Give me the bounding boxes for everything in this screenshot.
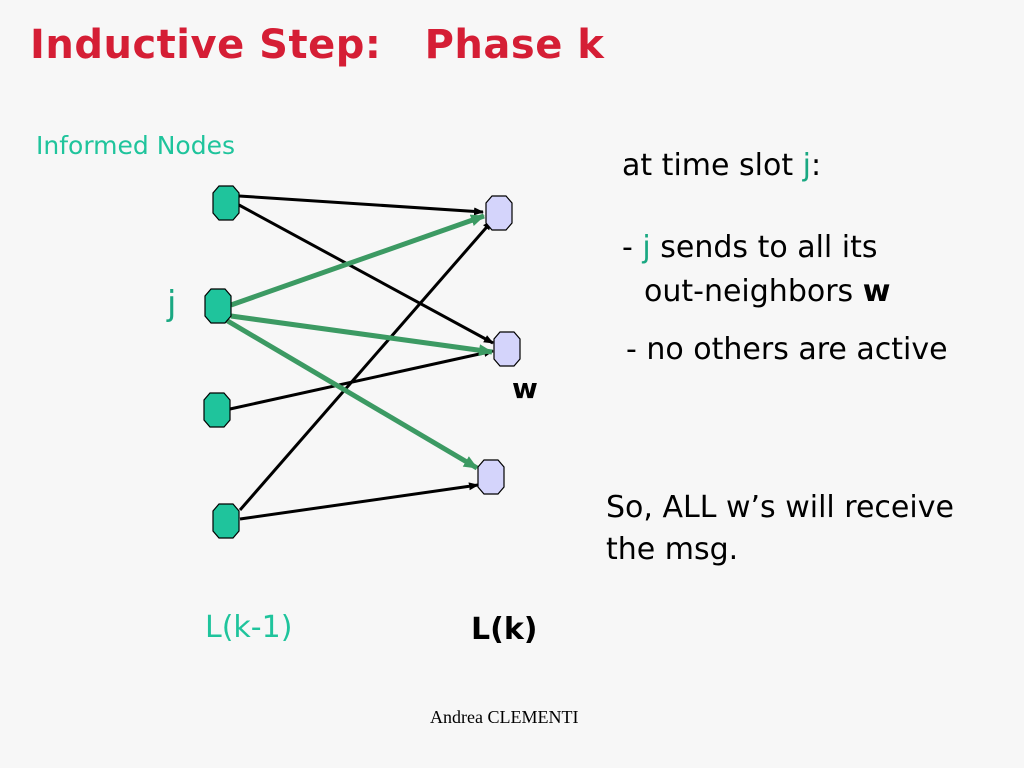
sends-dash: -	[622, 230, 643, 265]
time-slot-line: at time slot j:	[622, 148, 821, 183]
node-label-w: w	[512, 372, 538, 405]
layer-right-label: L(k)	[471, 612, 538, 647]
edge-j-r3	[224, 317, 479, 471]
sends-rest: sends to all its	[650, 230, 878, 265]
edge-l4-r3	[239, 482, 479, 521]
edge-j-r1	[230, 213, 485, 308]
informed-node-3	[203, 392, 231, 428]
conclusion-line-2: the msg.	[606, 532, 739, 567]
node-label-j: j	[167, 284, 177, 324]
informed-nodes-label: Informed Nodes	[36, 131, 235, 160]
edge-l3-r2	[229, 349, 494, 411]
edge-l1-r1	[238, 194, 484, 216]
time-slot-suffix: :	[810, 148, 822, 183]
slide-title: Inductive Step: Phase k	[30, 22, 605, 68]
sends-line: - j sends to all its	[622, 230, 878, 265]
layer-left-label: L(k-1)	[205, 610, 293, 645]
conclusion-line-1: So, ALL w’s will receive	[606, 490, 954, 525]
out-neighbors-text: out-neighbors	[644, 274, 863, 309]
time-slot-prefix: at time slot	[622, 148, 803, 183]
no-others-line: - no others are active	[626, 332, 948, 367]
edge-l1-r2	[238, 203, 494, 345]
time-slot-j: j	[802, 148, 811, 183]
out-neighbors-line: out-neighbors w	[644, 274, 890, 309]
sends-j: j	[642, 230, 651, 265]
informed-node-j	[204, 288, 232, 324]
edge-l4-r1	[238, 220, 494, 511]
informed-node-4	[212, 503, 240, 539]
uninformed-node-1	[485, 195, 513, 231]
uninformed-node-w	[493, 331, 521, 367]
edge-j-r2	[230, 313, 493, 357]
footer-author: Andrea CLEMENTI	[430, 707, 579, 727]
out-neighbors-w: w	[862, 274, 891, 309]
informed-node-1	[212, 185, 240, 221]
uninformed-node-3	[477, 459, 505, 495]
